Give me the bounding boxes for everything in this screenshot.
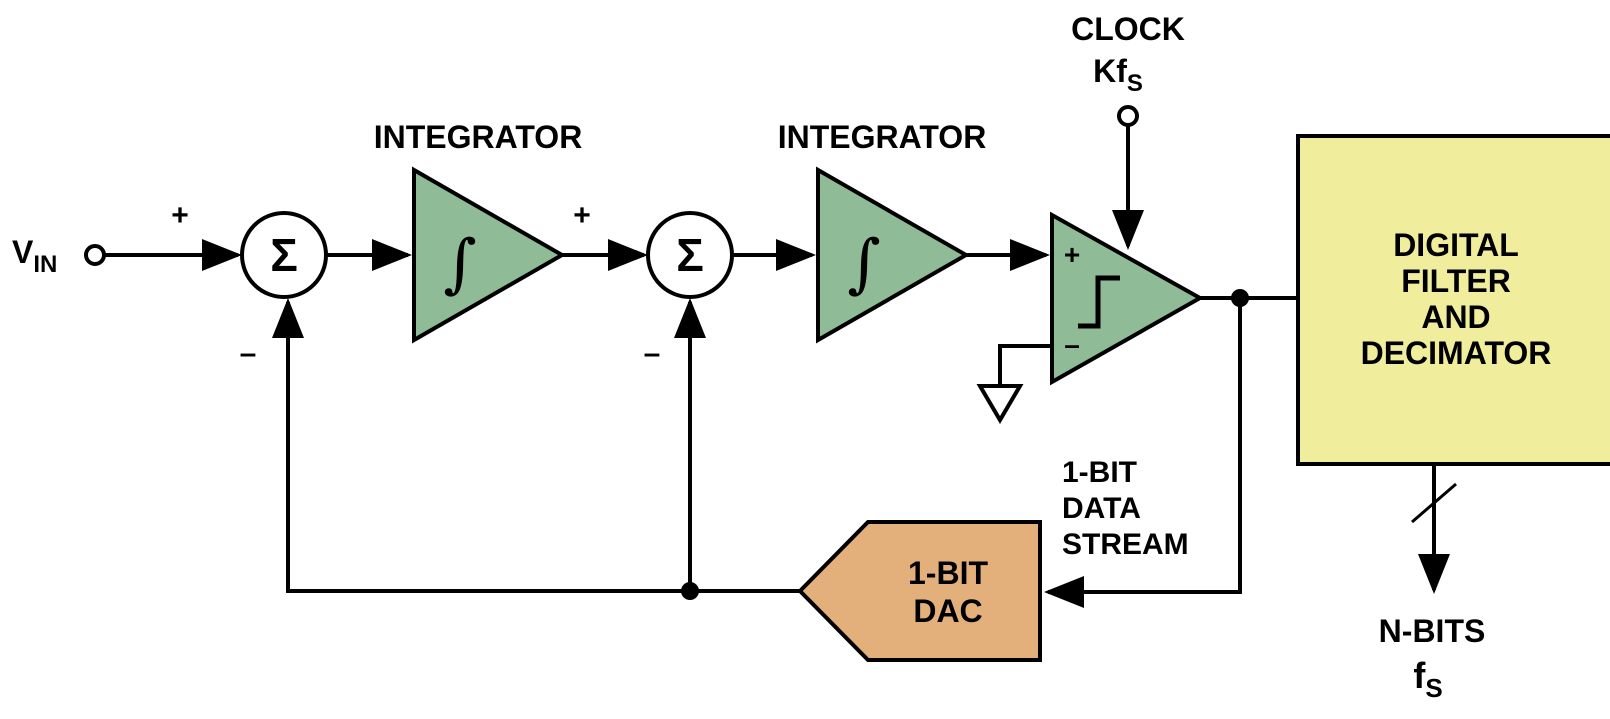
summer2-minus-sign: – [644, 337, 661, 370]
clock-terminal [1117, 105, 1139, 127]
input-label: VIN [12, 234, 57, 278]
summer2-sigma: Σ [676, 229, 704, 281]
clock-rate: KfS [1093, 53, 1143, 97]
comparator-minus-sign: – [1064, 329, 1080, 360]
ground-wire [998, 344, 1052, 384]
filter-line-3: AND [1421, 299, 1490, 335]
clock-title: CLOCK [1071, 11, 1185, 47]
summer1-plus-sign: + [171, 199, 189, 232]
stream-line-1: 1-BIT [1062, 456, 1137, 489]
filter-line-4: DECIMATOR [1361, 335, 1552, 371]
summer1-sigma: Σ [270, 229, 298, 281]
summer2-plus-sign: + [573, 199, 591, 232]
comparator-plus-sign: + [1064, 239, 1080, 270]
integrator2-label: INTEGRATOR [778, 119, 987, 155]
ground-icon [976, 384, 1024, 424]
digital-filter-block [1296, 134, 1610, 466]
wire-feedback-to-dac [1044, 298, 1242, 608]
summer1-minus-sign: – [240, 337, 257, 370]
input-terminal [84, 244, 106, 266]
stream-line-3: STREAM [1062, 528, 1189, 561]
dac-line-1: 1-BIT [908, 555, 988, 591]
filter-line-1: DIGITAL [1393, 227, 1519, 263]
filter-line-2: FILTER [1401, 263, 1511, 299]
stream-line-2: DATA [1062, 492, 1141, 525]
integrator1-symbol: ∫ [443, 227, 476, 301]
bus-slash-icon [1411, 482, 1457, 524]
output-rate-label: fS [1413, 655, 1442, 703]
output-bits-label: N-BITS [1379, 613, 1486, 649]
integrator1 [412, 166, 567, 344]
integrator1-label: INTEGRATOR [374, 119, 583, 155]
dac-line-2: DAC [913, 593, 982, 629]
comparator [1050, 211, 1205, 386]
dac-block [797, 520, 1042, 662]
comparator-step-icon [1078, 275, 1120, 329]
integrator2-symbol: ∫ [847, 227, 880, 301]
integrator2 [816, 166, 971, 344]
